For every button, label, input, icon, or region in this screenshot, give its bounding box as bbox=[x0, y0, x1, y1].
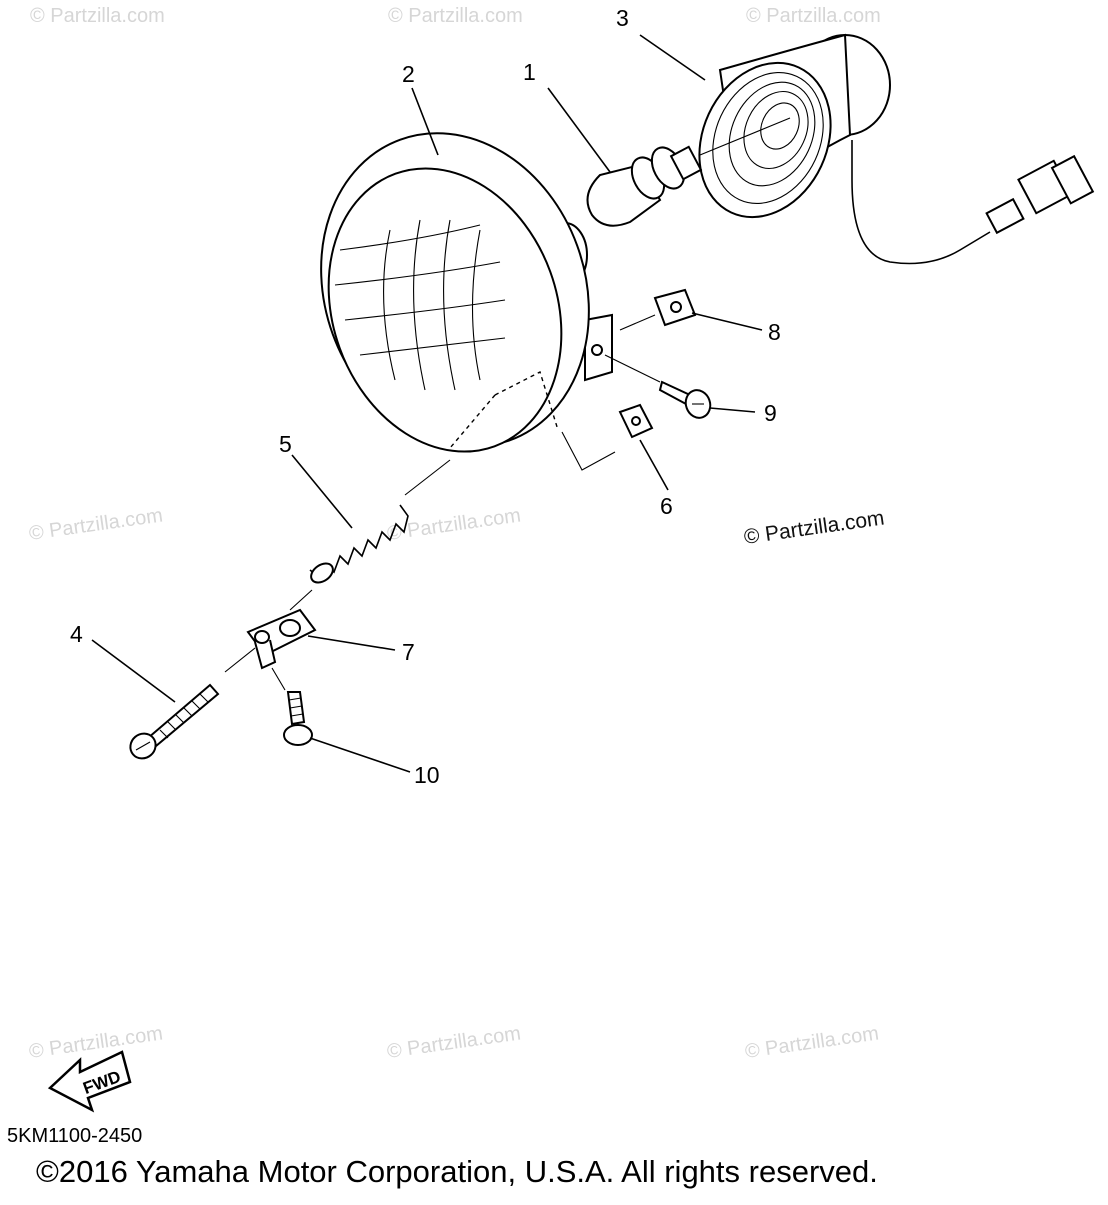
watermark: © Partzilla.com bbox=[28, 1022, 165, 1063]
callout-1: 1 bbox=[523, 59, 536, 85]
copyright-notice: ©2016 Yamaha Motor Corporation, U.S.A. A… bbox=[36, 1154, 878, 1189]
part-screw-10 bbox=[271, 667, 313, 746]
callout-10: 10 bbox=[414, 762, 440, 788]
callout-9: 9 bbox=[764, 400, 777, 426]
callout-7: 7 bbox=[402, 639, 415, 665]
part-bracket-7 bbox=[246, 608, 317, 670]
part-spring-5 bbox=[289, 459, 451, 611]
part-bolt-4 bbox=[129, 647, 256, 760]
watermark: © Partzilla.com bbox=[30, 5, 165, 27]
fwd-arrow-icon: FWD bbox=[47, 1050, 132, 1113]
part-nut-6 bbox=[561, 403, 654, 471]
part-screw-9 bbox=[604, 354, 712, 419]
callouts: 1 2 3 4 5 6 7 8 9 10 bbox=[70, 5, 781, 788]
watermark: © Partzilla.com bbox=[28, 504, 165, 545]
watermark: © Partzilla.com bbox=[744, 1022, 881, 1063]
part-clip-8 bbox=[619, 288, 697, 331]
watermark: © Partzilla.com bbox=[388, 5, 523, 27]
watermark: © Partzilla.com bbox=[386, 1022, 523, 1063]
part-bulb-1 bbox=[586, 117, 791, 227]
part-headlight-2 bbox=[320, 132, 613, 453]
callout-6: 6 bbox=[660, 493, 673, 519]
leader-lines bbox=[91, 34, 763, 773]
watermark: © Partzilla.com bbox=[746, 5, 881, 27]
part-socket-3 bbox=[698, 33, 1095, 265]
callout-2: 2 bbox=[402, 61, 415, 87]
diagram-code: 5KM1100-2450 bbox=[7, 1125, 143, 1147]
callout-4: 4 bbox=[70, 621, 83, 647]
callout-8: 8 bbox=[768, 319, 781, 345]
callout-3: 3 bbox=[616, 5, 629, 31]
callout-5: 5 bbox=[279, 431, 292, 457]
watermark-prominent: © Partzilla.com bbox=[742, 506, 885, 548]
